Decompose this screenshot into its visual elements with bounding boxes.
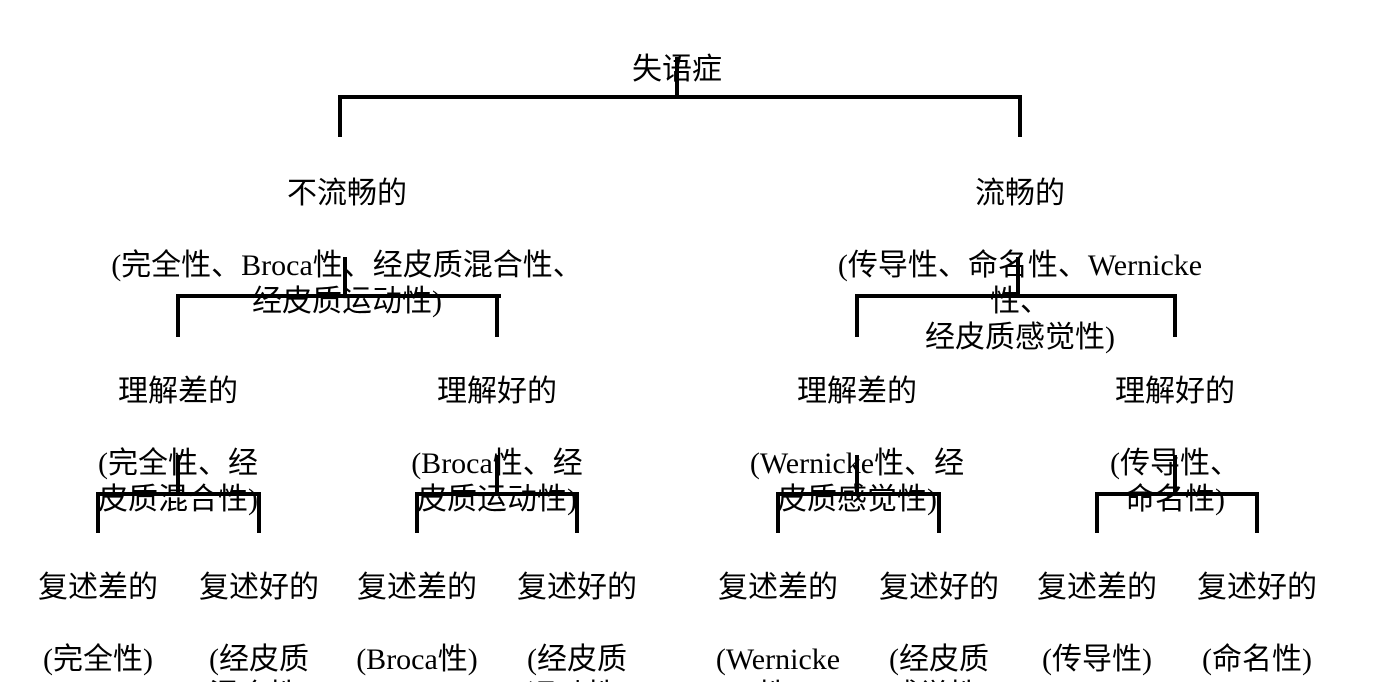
connector-line <box>855 294 1177 298</box>
node-label: 复述差的 <box>38 571 158 604</box>
node-types: (经皮质 运动性) <box>527 643 627 682</box>
node-label: 不流畅的 <box>287 177 407 210</box>
node-types: (完全性、经 皮质混合性) <box>98 447 258 516</box>
connector-line <box>575 492 579 533</box>
connector-line <box>176 455 180 494</box>
node-label: 复述好的 <box>1197 571 1317 604</box>
connector-line <box>495 455 499 494</box>
node-leaf-broca: 复述差的 (Broca性) <box>356 534 478 682</box>
node-types: (完全性、Broca性、经皮质混合性、 经皮质运动性) <box>111 249 583 318</box>
node-label: 复述差的 <box>718 571 838 604</box>
connector-line <box>776 492 941 496</box>
node-nonfluent: 不流畅的 (完全性、Broca性、经皮质混合性、 经皮质运动性) <box>111 140 583 356</box>
node-label: 复述好的 <box>199 571 319 604</box>
node-label: 复述差的 <box>357 571 477 604</box>
node-label: 理解差的 <box>797 375 917 408</box>
node-leaf-conduction: 复述差的 (传导性) <box>1037 534 1157 682</box>
connector-line <box>415 492 579 496</box>
node-leaf-transcortical-sensory: 复述好的 (经皮质 感觉性) <box>879 534 999 682</box>
connector-line <box>855 294 859 337</box>
node-nonfluent-poor-comprehension: 理解差的 (完全性、经 皮质混合性) <box>98 338 258 554</box>
node-leaf-transcortical-mixed: 复述好的 (经皮质 混合性) <box>199 534 319 682</box>
connector-line <box>415 492 419 533</box>
node-leaf-wernicke: 复述差的 (Wernicke 性) <box>716 534 840 682</box>
node-label: 理解差的 <box>118 375 238 408</box>
node-fluent: 流畅的 (传导性、命名性、Wernicke性、 经皮质感觉性) <box>832 140 1209 392</box>
connector-line <box>338 95 1022 99</box>
node-types: (经皮质 感觉性) <box>889 643 989 682</box>
node-label: 失语症 <box>632 53 722 86</box>
node-label: 流畅的 <box>975 177 1065 210</box>
connector-line <box>176 294 180 337</box>
node-label: 理解好的 <box>1115 375 1235 408</box>
node-leaf-anomic: 复述好的 (命名性) <box>1197 534 1317 682</box>
connector-line <box>96 492 100 533</box>
connector-line <box>338 95 342 137</box>
node-label: 复述好的 <box>879 571 999 604</box>
connector-line <box>776 492 780 533</box>
node-types: (传导性) <box>1042 643 1152 676</box>
node-types: (Broca性、经 皮质运动性) <box>411 447 583 516</box>
node-types: (传导性、 命名性) <box>1110 447 1240 516</box>
node-types: (传导性、命名性、Wernicke性、 经皮质感觉性) <box>837 249 1203 354</box>
node-types: (Wernicke 性) <box>715 643 841 682</box>
node-label: 理解好的 <box>437 375 557 408</box>
node-fluent-poor-comprehension: 理解差的 (Wernicke性、经 皮质感觉性) <box>750 338 964 554</box>
node-types: (Broca性) <box>356 643 478 676</box>
connector-line <box>1173 294 1177 337</box>
connector-line <box>176 294 501 298</box>
node-leaf-global-aphasia: 复述差的 (完全性) <box>38 534 158 682</box>
node-types: (完全性) <box>43 643 153 676</box>
node-aphasia-root: 失语症 <box>632 16 722 124</box>
node-types: (Wernicke性、经 皮质感觉性) <box>749 447 965 516</box>
connector-line <box>1095 492 1099 533</box>
node-leaf-transcortical-motor: 复述好的 (经皮质 运动性) <box>517 534 637 682</box>
connector-line <box>855 455 859 494</box>
connector-line <box>1018 95 1022 137</box>
connector-line <box>937 492 941 533</box>
connector-line <box>675 57 679 99</box>
node-types: (命名性) <box>1202 643 1312 676</box>
node-types: (经皮质 混合性) <box>209 643 309 682</box>
connector-line <box>96 492 261 496</box>
connector-line <box>1255 492 1259 533</box>
node-label: 复述差的 <box>1037 571 1157 604</box>
node-fluent-good-comprehension: 理解好的 (传导性、 命名性) <box>1110 338 1240 554</box>
connector-line <box>1016 257 1020 296</box>
connector-line <box>1173 455 1177 494</box>
connector-line <box>343 257 347 296</box>
connector-line <box>257 492 261 533</box>
node-label: 复述好的 <box>517 571 637 604</box>
connector-line <box>1095 492 1259 496</box>
node-nonfluent-good-comprehension: 理解好的 (Broca性、经 皮质运动性) <box>411 338 583 554</box>
connector-line <box>495 294 499 337</box>
